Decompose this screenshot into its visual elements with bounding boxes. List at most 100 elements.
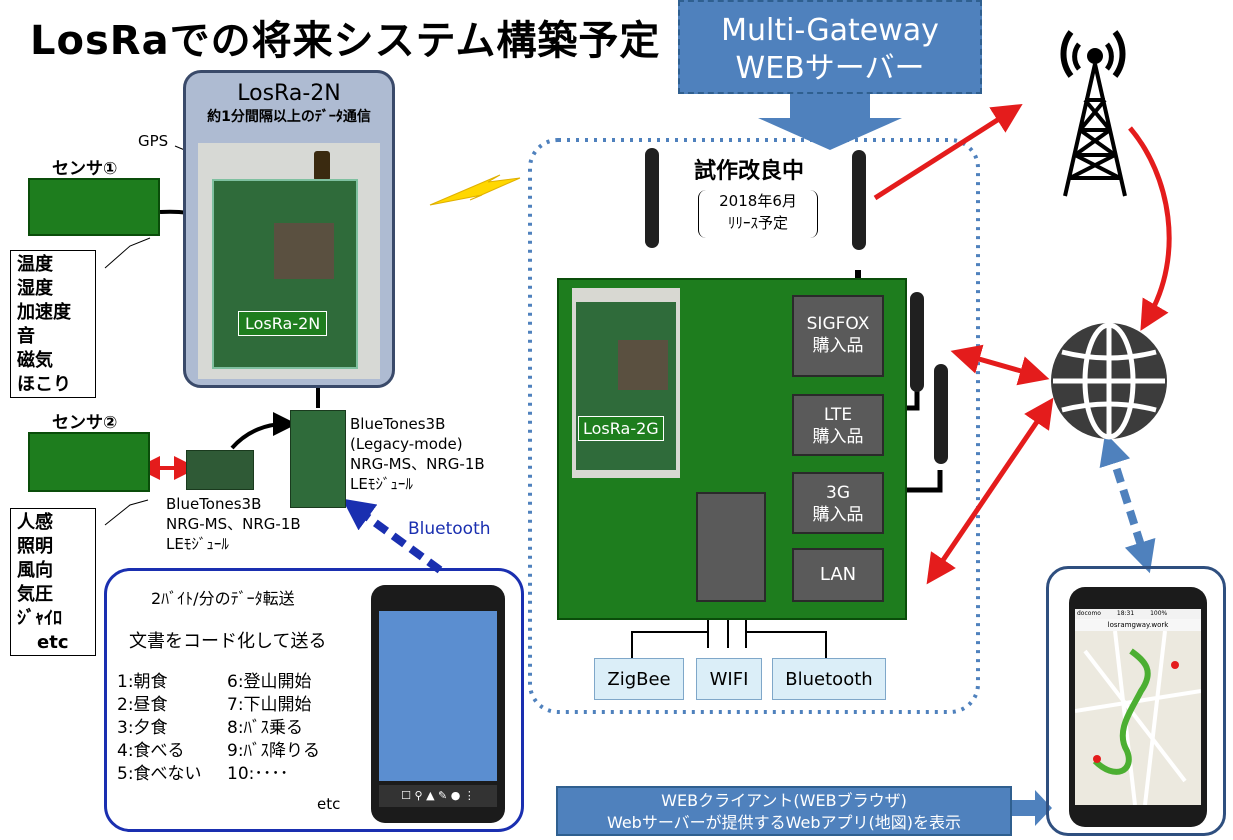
sensor1-items: 温度 湿度 加速度 音 磁気 ほこり	[10, 250, 96, 398]
code-item: 1:朝食	[117, 672, 168, 692]
code-item: 7:下山開始	[227, 695, 312, 715]
bluetones-right-line2: (Legacy-mode)	[350, 435, 463, 453]
carrier-text: docomo	[1077, 610, 1101, 617]
bluetooth-box: Bluetooth	[772, 658, 886, 700]
bluetones-left-module	[186, 450, 254, 490]
sensor2-item: 風向	[17, 560, 53, 581]
gateway-down-arrow	[758, 94, 902, 150]
antenna-icon	[314, 151, 330, 181]
antenna-icon	[934, 364, 948, 464]
code-item: 4:食べる	[117, 741, 185, 761]
sensor1-block	[28, 178, 160, 236]
bluetooth-label: Bluetooth	[408, 519, 491, 539]
lte-module: LTE 購入品	[792, 394, 884, 456]
sensor1-item: 加速度	[17, 302, 71, 323]
bluetones-left-line1: BlueTones3B	[166, 495, 262, 513]
antenna-icon	[645, 148, 659, 248]
sensor2-item: 気圧	[17, 584, 53, 605]
antenna-icon	[910, 292, 924, 392]
losra2n-device: LosRa-2N 約1分間隔以上のﾃﾞｰﾀ通信 LosRa-2N	[183, 70, 395, 388]
sensor1-item: 温度	[17, 254, 53, 275]
gateway-line1: Multi-Gateway	[721, 13, 939, 48]
web-client-banner: WEBクライアント(WEBブラウザ) Webサーバーが提供するWebアプリ(地図…	[556, 786, 1012, 836]
sensor2-block	[28, 432, 150, 492]
time-text: 18:31	[1116, 610, 1135, 617]
sensor2-item: ｼﾞｬｲﾛ	[17, 608, 62, 629]
code-item: 10:････	[227, 764, 289, 784]
release-date: 2018年6月	[719, 192, 797, 210]
bluetones-right-line3: NRG-MS、NRG-1B	[350, 455, 485, 473]
chip	[274, 223, 334, 279]
smartphone-left: ☐ ⚲ ▲ ✎ ● ⋮	[371, 585, 505, 823]
losra2g-module: LosRa-2G	[572, 288, 680, 478]
radio-tower-icon	[1060, 30, 1127, 197]
sensor2-items: 人感 照明 風向 気圧 ｼﾞｬｲﾛ etc	[10, 508, 96, 656]
prototype-release: 2018年6月 ﾘﾘｰｽ予定	[698, 190, 818, 238]
transfer-title: 2ﾊﾞｲﾄ/分のﾃﾞｰﾀ転送	[151, 589, 295, 608]
sensor1-item: ほこり	[17, 374, 71, 395]
codes-right: 6:登山開始 7:下山開始 8:ﾊﾞｽ乗る 9:ﾊﾞｽ降りる 10:････	[227, 671, 320, 786]
gps-label: GPS	[138, 132, 169, 150]
web-client-line2: Webサーバーが提供するWebアプリ(地図)を表示	[606, 813, 962, 832]
bluetones-right-module	[290, 410, 346, 508]
bluetones-left-line3: LEﾓｼﾞｭｰﾙ	[166, 535, 229, 553]
lte-note: 購入品	[812, 427, 864, 447]
lan-label: LAN	[819, 564, 857, 585]
code-item: 9:ﾊﾞｽ降りる	[227, 741, 321, 761]
sensor1-label: センサ①	[52, 159, 118, 179]
3g-note: 購入品	[812, 505, 864, 525]
lan-module: LAN	[792, 548, 884, 602]
gateway-server-box: Multi-Gateway WEBサーバー	[678, 0, 982, 94]
phone-screen	[379, 611, 497, 781]
code-item: 3:夕食	[117, 718, 168, 738]
globe-icon	[1051, 322, 1167, 440]
smartphone-right-frame: docomo 18:31 100% losramgway.work	[1046, 566, 1226, 836]
losra2n-desc: 約1分間隔以上のﾃﾞｰﾀ通信	[207, 109, 371, 125]
gateway-line2: WEBサーバー	[735, 51, 925, 86]
web-client-line1: WEBクライアント(WEBブラウザ)	[661, 791, 907, 810]
losra2n-photo: LosRa-2N	[198, 143, 380, 379]
code-item: 8:ﾊﾞｽ乗る	[227, 718, 304, 738]
3g-label: 3G	[826, 483, 850, 503]
sensor2-label: センサ②	[52, 413, 118, 433]
url-bar[interactable]: losramgway.work	[1075, 619, 1201, 631]
lightning-icon	[429, 174, 521, 206]
losra2g-label: LosRa-2G	[578, 416, 664, 441]
sensor1-item: 湿度	[17, 278, 53, 299]
code-item: 5:食べない	[117, 764, 202, 784]
sigfox-module: SIGFOX 購入品	[792, 295, 884, 377]
bluetones-right-text: BlueTones3B (Legacy-mode) NRG-MS、NRG-1B …	[350, 414, 485, 494]
transfer-panel: 2ﾊﾞｲﾄ/分のﾃﾞｰﾀ転送 文書をコード化して送る 1:朝食 2:昼食 3:夕…	[104, 568, 524, 832]
bluetones-right-line1: BlueTones3B	[350, 415, 446, 433]
sensor2-item: etc	[37, 632, 69, 653]
transfer-etc: etc	[317, 795, 341, 813]
lte-label: LTE	[823, 405, 853, 425]
release-note: ﾘﾘｰｽ予定	[727, 214, 788, 232]
page-title: LosRaでの将来システム構築予定	[30, 18, 661, 64]
prototype-title: 試作改良中	[694, 159, 805, 184]
map-route	[1075, 631, 1201, 805]
status-bar: docomo 18:31 100%	[1075, 609, 1201, 619]
chip	[618, 340, 668, 390]
web-client-arrow	[1012, 790, 1052, 826]
phone-right-screen: docomo 18:31 100% losramgway.work	[1075, 609, 1201, 805]
wifi-box: WIFI	[696, 658, 762, 700]
bluetones-left-text: BlueTones3B NRG-MS、NRG-1B LEﾓｼﾞｭｰﾙ	[166, 494, 301, 554]
losra2n-name: LosRa-2N	[237, 81, 341, 106]
phone-navbar: ☐ ⚲ ▲ ✎ ● ⋮	[379, 785, 497, 807]
antenna-icon	[852, 150, 866, 250]
code-item: 6:登山開始	[227, 672, 312, 692]
losra2n-board-label: LosRa-2N	[238, 311, 328, 336]
sensor1-item: 音	[17, 326, 35, 347]
3g-module: 3G 購入品	[792, 472, 884, 534]
bluetones-right-line4: LEﾓｼﾞｭｰﾙ	[350, 475, 413, 493]
bluetones-left-line2: NRG-MS、NRG-1B	[166, 515, 301, 533]
codes-left: 1:朝食 2:昼食 3:夕食 4:食べる 5:食べない	[117, 671, 202, 786]
sigfox-note: 購入品	[812, 336, 864, 356]
transfer-subtitle: 文書をコード化して送る	[129, 631, 327, 652]
sensor1-item: 磁気	[17, 350, 53, 371]
zigbee-box: ZigBee	[594, 658, 684, 700]
sigfox-label: SIGFOX	[806, 314, 870, 334]
sensor2-item: 人感	[17, 512, 53, 533]
